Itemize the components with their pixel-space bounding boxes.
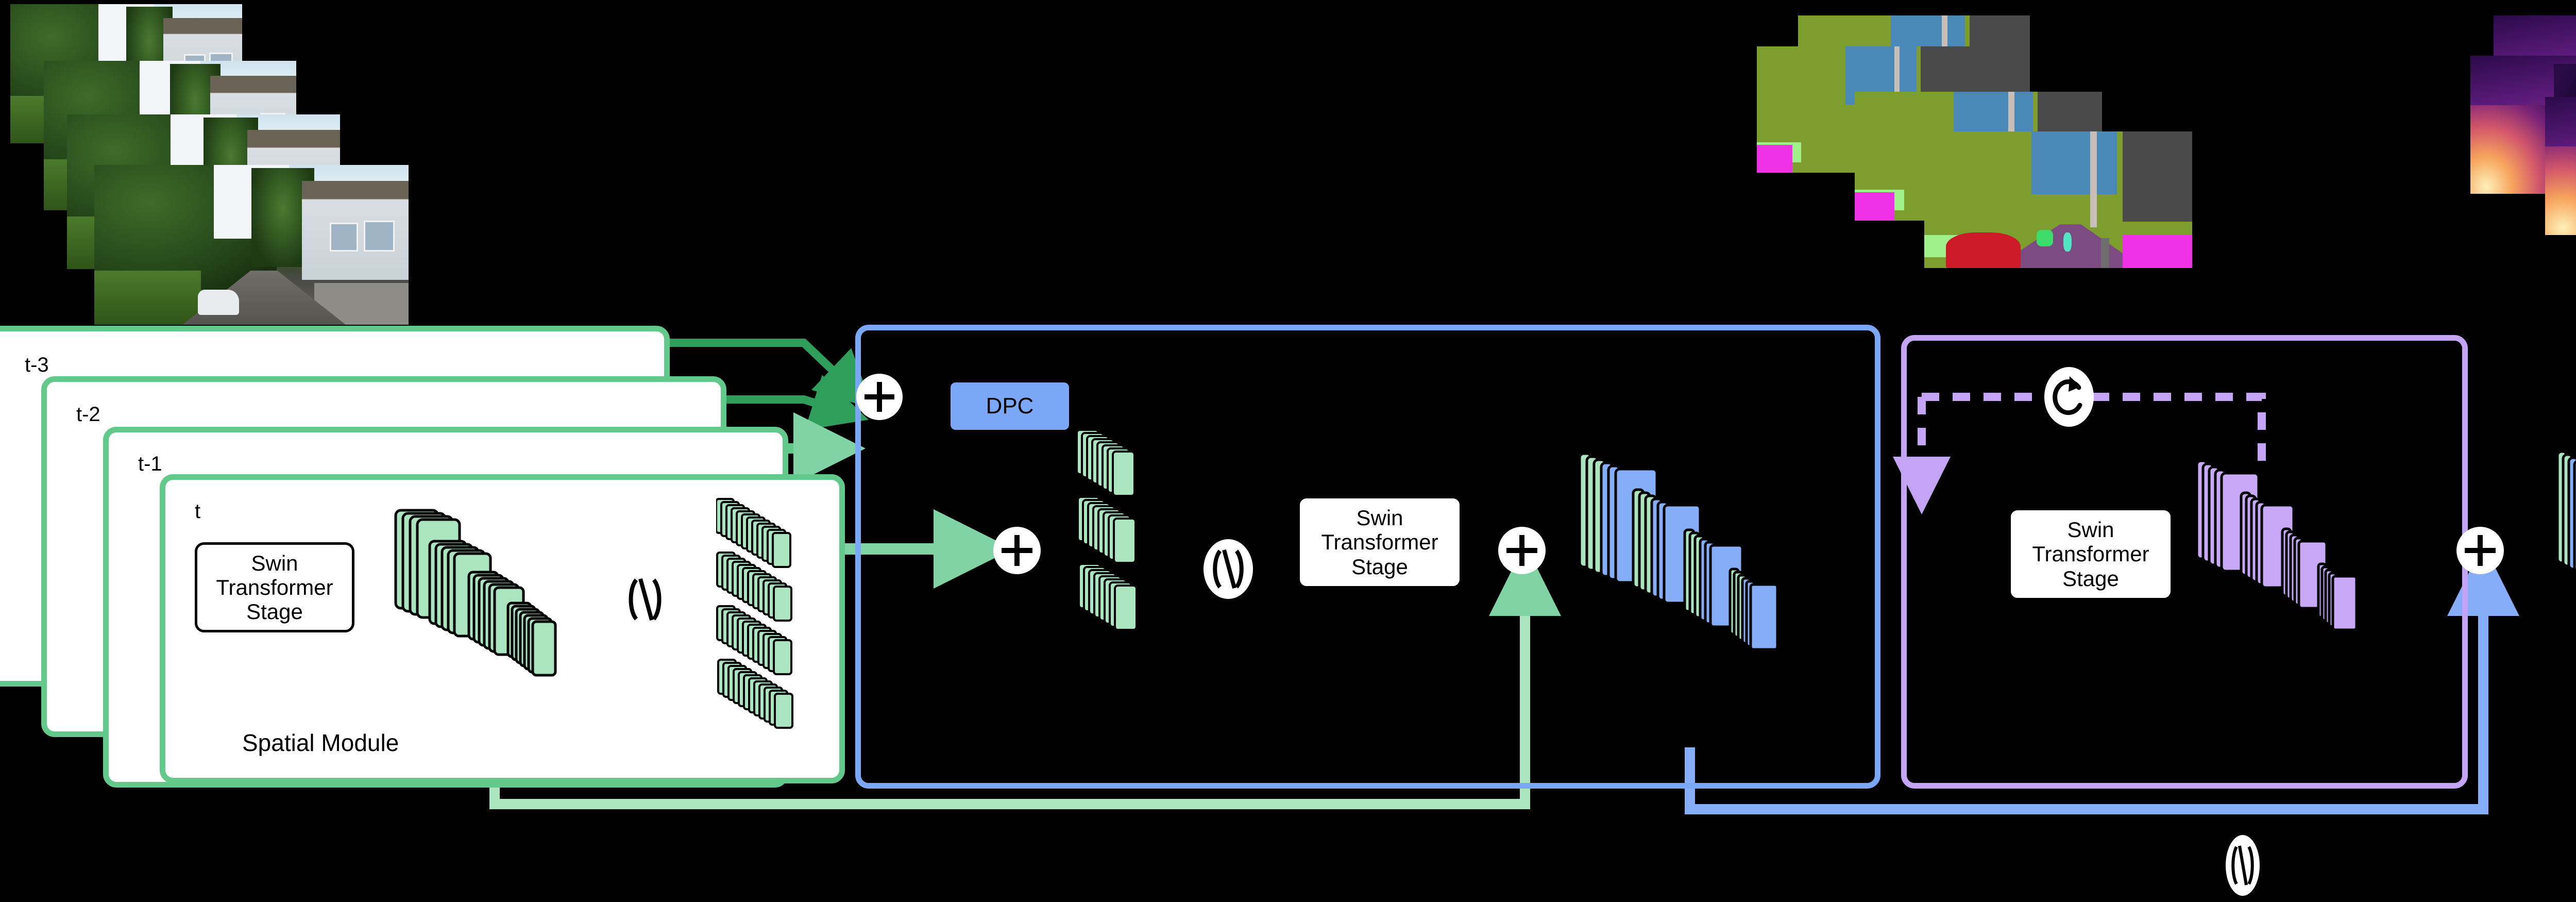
purple-swin-stage-box[interactable]: Swin Transformer Stage: [2008, 508, 2173, 600]
segmentation-frame-4: [1924, 131, 2192, 268]
purple-feature-pyramid: [2195, 459, 2358, 631]
dpc-block[interactable]: DPC: [951, 382, 1069, 430]
refresh-loop-icon: [2053, 376, 2082, 415]
plus-icon: [2465, 535, 2496, 566]
rgb-frame-t: [94, 165, 409, 325]
spatial-concat-operator[interactable]: [617, 566, 673, 633]
concat-icon: [1213, 549, 1244, 589]
depth-frame-3: [2545, 97, 2576, 235]
add-operator-3[interactable]: [1498, 527, 1546, 574]
plus-icon: [1506, 535, 1537, 566]
legend-concat: [2226, 835, 2260, 896]
spatial-module-label: Spatial Module: [242, 729, 399, 756]
timestep-label-t-1: t-1: [138, 453, 162, 475]
add-operator-2[interactable]: [993, 527, 1041, 574]
blue-swin-stage-label: Swin Transformer Stage: [1321, 506, 1438, 579]
concat-icon: [2231, 845, 2254, 886]
concat-icon: [629, 578, 662, 621]
add-operator-4[interactable]: [2456, 527, 2504, 574]
blue-green-interleaved-pyramid: [1578, 452, 1779, 651]
spatial-swin-stage-box[interactable]: Swin Transformer Stage: [195, 542, 354, 632]
spatial-swin-stage-label: Swin Transformer Stage: [216, 550, 333, 624]
blue-swin-stage-box[interactable]: Swin Transformer Stage: [1297, 496, 1462, 589]
timestep-label-t-3: t-3: [25, 354, 49, 376]
timestep-label-t: t: [195, 500, 201, 523]
purple-swin-stage-label: Swin Transformer Stage: [2032, 517, 2149, 591]
plus-icon: [865, 382, 894, 412]
concat-operator-blue[interactable]: [1204, 539, 1253, 599]
spatial-token-columns: [716, 498, 793, 729]
spatial-feature-pyramid: [394, 509, 557, 677]
plus-icon: [1002, 535, 1032, 566]
timestep-label-t-2: t-2: [76, 403, 100, 426]
fused-feature-pyramid: [2556, 450, 2576, 573]
add-operator-1[interactable]: [856, 374, 903, 420]
recurrence-operator[interactable]: [2044, 367, 2094, 427]
